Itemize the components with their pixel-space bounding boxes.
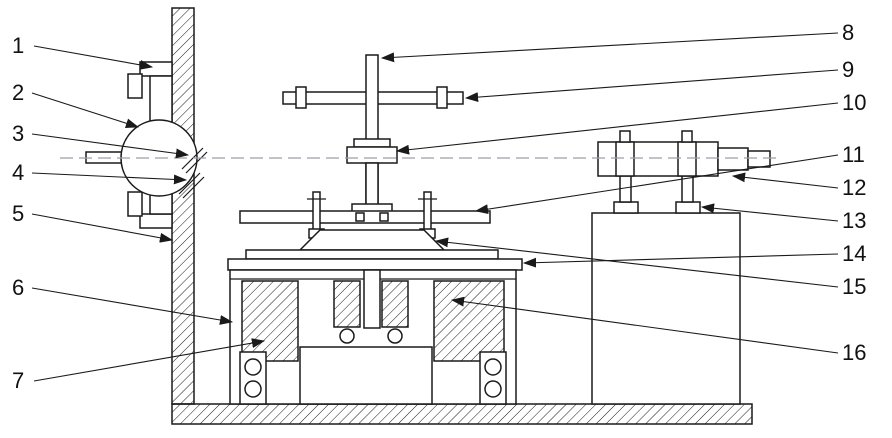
label-10: 10 [842,90,866,115]
leader-lines [31,32,839,382]
top-flange [227,258,523,271]
label-13: 13 [842,208,866,233]
spindle-housing [227,229,523,405]
collar-left [333,280,361,328]
table-key-left [355,212,365,222]
clamp-screw-bottom [127,191,143,217]
leader-1 [33,45,154,70]
base-plate [171,403,753,425]
table-key-right [379,212,389,222]
leader-8 [380,32,839,63]
foot-left [613,201,639,214]
ring-bolt-left [619,130,631,143]
tube-ring-right [677,141,697,177]
leader-5 [31,213,174,243]
label-15: 15 [842,274,866,299]
leader-12 [731,172,839,189]
mirror-upper [181,147,208,174]
bearing-left-lower [244,380,262,398]
left-bush [241,280,299,362]
hub-step [353,138,391,148]
leader-2 [31,92,140,129]
turntable-assembly [239,54,491,241]
shaft-lower [365,162,379,209]
inner-shaft [363,269,381,329]
mirror-lower [178,172,205,199]
leader-16 [450,296,839,354]
label-14: 14 [842,241,866,266]
wall-column [171,7,195,405]
leader-4 [31,172,188,185]
right-bush [433,280,505,362]
label-7: 7 [12,368,24,393]
arm-clamp-right [436,86,448,109]
leader-9 [464,69,839,103]
clamp-screw-top [127,73,143,99]
step-plate [245,249,499,260]
label-9: 9 [842,57,854,82]
tube-ring-left [615,141,635,177]
leader-15 [434,237,839,288]
shaft-hub [346,146,398,164]
label-8: 8 [842,20,854,45]
label-12: 12 [842,175,866,200]
autocollimator-assembly [591,130,771,405]
foot-right [675,201,701,214]
bearing-right-lower [484,380,502,398]
leader-11 [474,154,839,215]
eyepiece-tip [747,150,771,168]
mount-cap-bottom [139,213,173,229]
label-2: 2 [12,80,24,105]
leader-3 [31,133,190,159]
mount-cap-top [139,61,173,77]
label-3: 3 [12,121,24,146]
label-1: 1 [12,33,24,58]
eyepiece [717,147,749,171]
arm-clamp-left [295,86,307,109]
collar-right [381,280,409,328]
center-cavity [299,346,433,405]
leader-6 [31,287,234,325]
leader-10 [395,102,839,155]
leader-13 [700,203,839,222]
left-optics-mount [85,61,208,229]
pedestal [591,212,741,405]
leader-14 [522,253,839,268]
bearing-right-upper [484,358,502,376]
label-4: 4 [12,160,24,185]
rotary-table [239,210,491,224]
leader-7 [33,338,266,382]
label-6: 6 [12,275,24,300]
label-16: 16 [842,340,866,365]
bearing-ball-left [339,328,355,344]
bell-cover [298,229,446,251]
label-5: 5 [12,201,24,226]
bearing-ball-right [387,328,403,344]
bearing-left-upper [244,358,262,376]
ring-bolt-right [681,130,693,143]
figure-labels: 1 2 3 4 5 6 7 8 9 10 11 12 13 14 15 16 [12,20,866,393]
label-11: 11 [842,142,865,167]
